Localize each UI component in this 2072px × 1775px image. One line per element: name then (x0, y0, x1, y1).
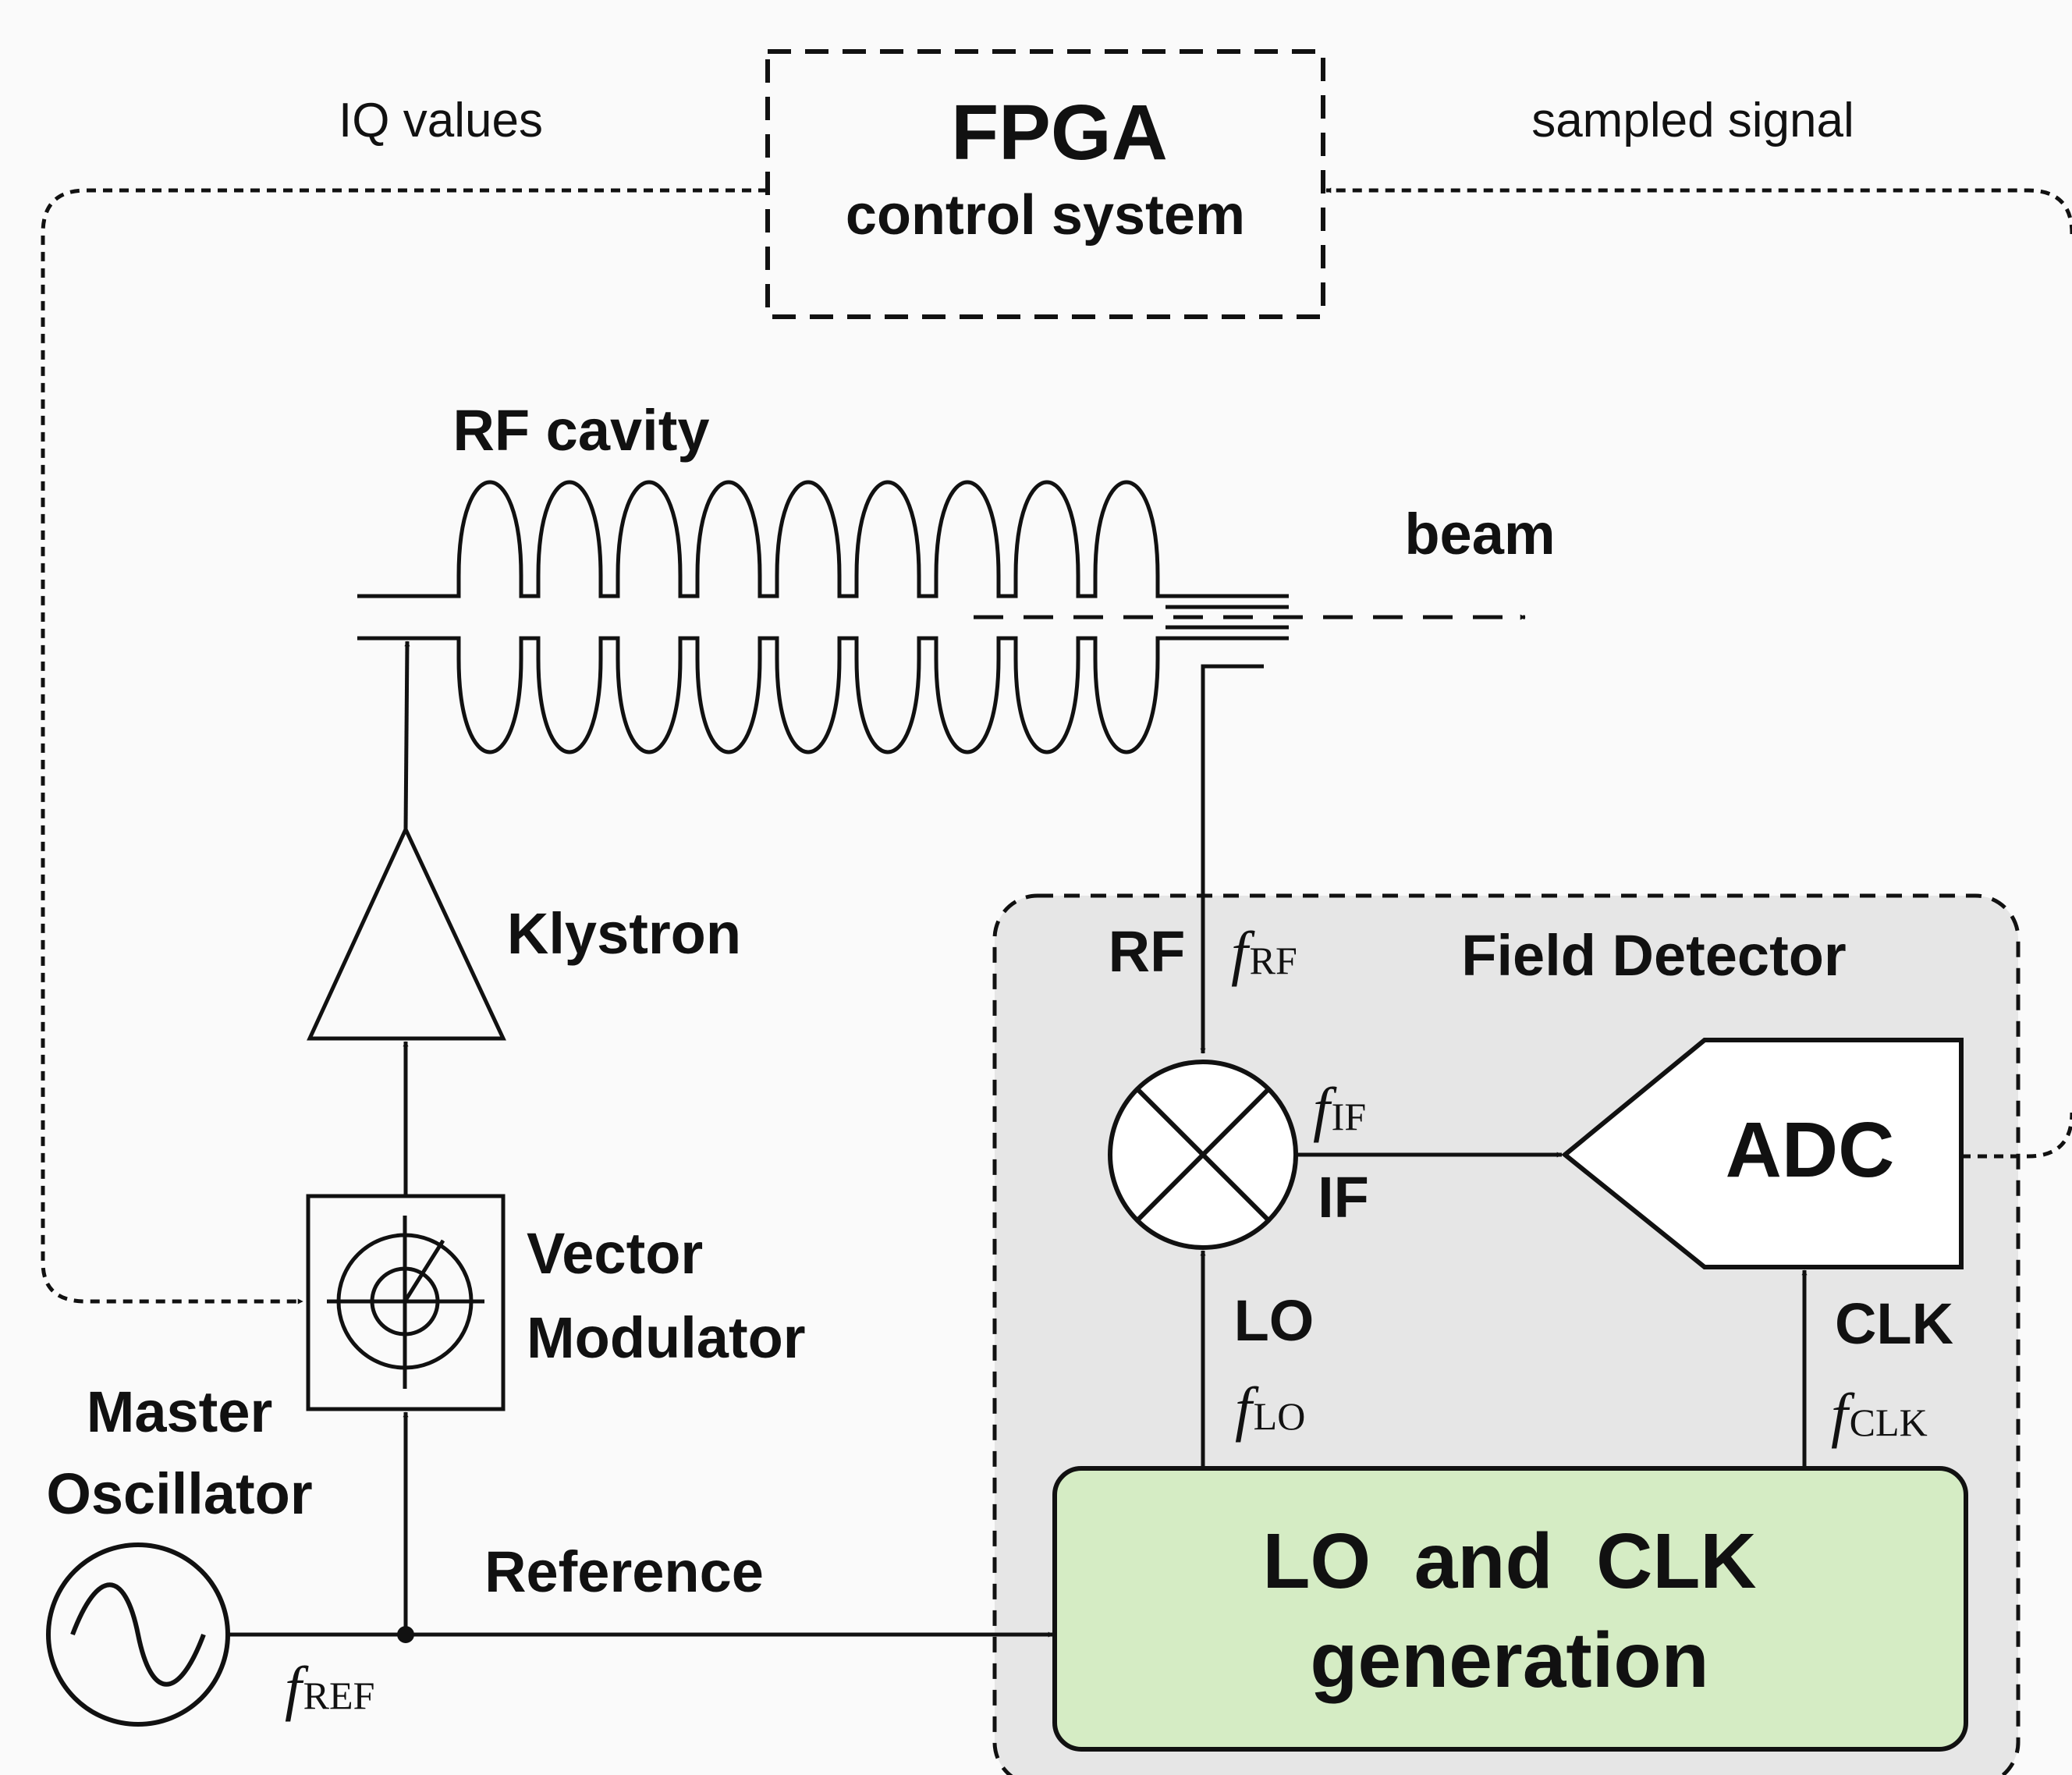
lo-clk-line2: generation (1310, 1617, 1708, 1704)
clk-label: CLK (1835, 1291, 1953, 1356)
master-label: Master (87, 1379, 273, 1444)
klystron-label: Klystron (507, 901, 741, 966)
f-if-label: fIF (1313, 1075, 1366, 1143)
vector-modulator-box (306, 1194, 506, 1411)
fpga-box (765, 49, 1325, 319)
rf-port-label: RF (1109, 919, 1186, 984)
f-ref-label: fREF (285, 1654, 374, 1722)
oscillator-label: Oscillator (46, 1461, 312, 1526)
vector-modulator-icon (327, 1216, 484, 1389)
iq-values-label: IQ values (339, 94, 543, 147)
sampled-signal-line-top (1325, 187, 2072, 235)
modulator-label: Modulator (527, 1305, 806, 1370)
adc-label: ADC (1726, 1106, 1895, 1194)
reference-label: Reference (484, 1539, 764, 1604)
lo-clk-generation-box (1052, 1466, 1968, 1752)
beam-label: beam (1404, 502, 1555, 566)
if-label: IF (1318, 1165, 1369, 1230)
f-clk-label: fCLK (1831, 1381, 1928, 1449)
sampled-signal-label: sampled signal (1531, 94, 1854, 147)
adc-block (1561, 1038, 1964, 1269)
sampled-signal-line (1961, 1112, 2072, 1159)
lo-label: LO (1234, 1288, 1315, 1353)
lo-clk-line1: LO and CLK (1262, 1518, 1756, 1605)
sine-wave-icon (70, 1582, 206, 1687)
klystron-output-line (403, 641, 410, 830)
iq-feedback-line (41, 188, 768, 1305)
fpga-subtitle: control system (846, 184, 1245, 247)
rf-pickup-line (1200, 664, 1264, 1054)
klystron-triangle (307, 825, 506, 1041)
rf-cavity-label: RF cavity (452, 398, 709, 463)
fpga-title: FPGA (951, 89, 1168, 176)
mixer-cross-b (1135, 1087, 1271, 1223)
vector-label: Vector (527, 1221, 703, 1286)
field-detector-label: Field Detector (1461, 923, 1846, 988)
